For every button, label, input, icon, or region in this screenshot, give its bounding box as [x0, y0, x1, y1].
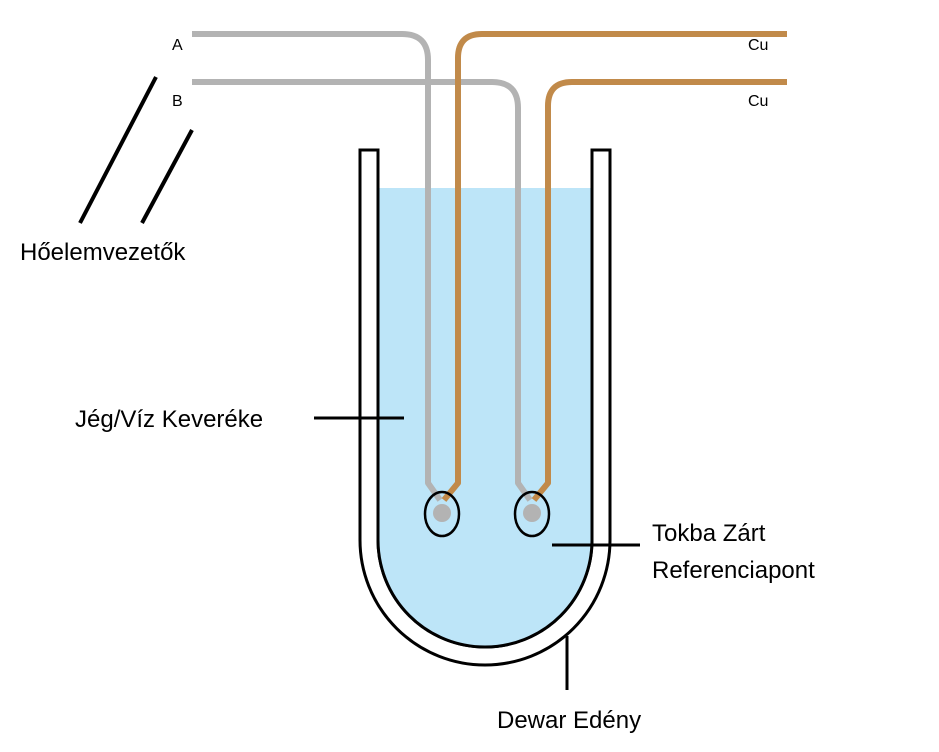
label-copper-top: Cu	[748, 37, 768, 54]
inner-wall-outline	[376, 150, 594, 649]
copper-wire-2	[531, 79, 787, 502]
label-dewar: Dewar Edény	[497, 707, 641, 734]
copper-wire-1	[441, 31, 787, 502]
thermocouple-wire-b	[192, 79, 533, 502]
label-wire-a: A	[172, 37, 183, 54]
reference-junction-left	[423, 490, 461, 538]
label-thermocouple-leads: Hőelemvezetők	[20, 239, 186, 266]
label-copper-bottom: Cu	[748, 93, 768, 110]
label-reference-line2: Referenciapont	[652, 557, 815, 584]
thermocouple-wire-a	[192, 31, 443, 502]
leader-line-lead-a	[78, 76, 158, 224]
leader-line-lead-b	[140, 129, 194, 224]
label-wire-b: B	[172, 93, 183, 110]
label-reference-line1: Tokba Zárt	[652, 520, 766, 547]
reference-junction-right	[513, 490, 551, 538]
ice-water-mixture	[378, 188, 592, 647]
label-ice-water: Jég/Víz Keveréke	[75, 406, 263, 433]
